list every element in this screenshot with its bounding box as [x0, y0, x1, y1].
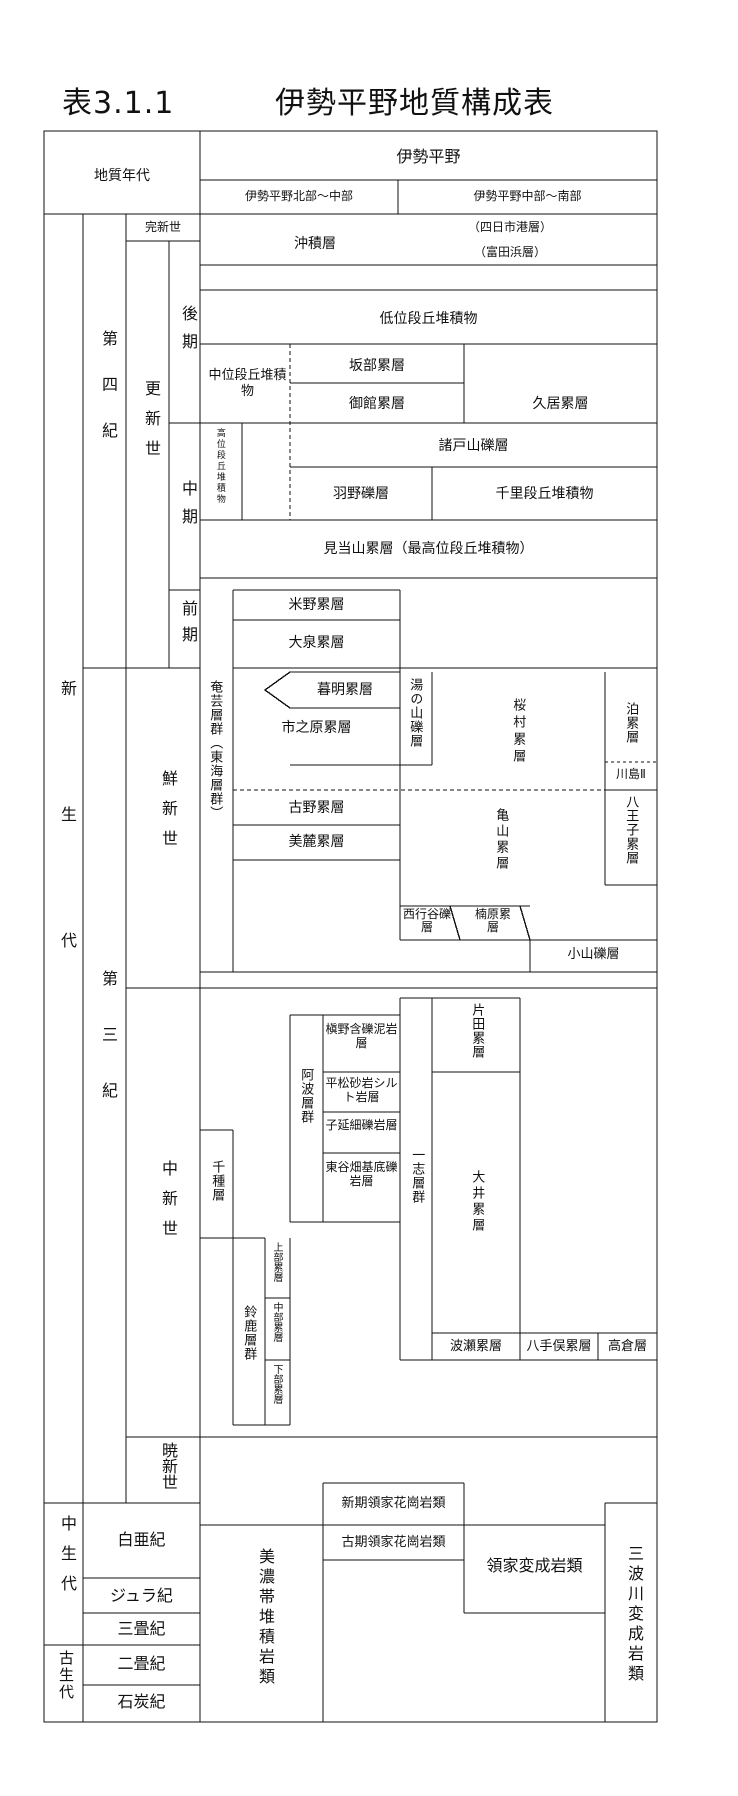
period-permian: 二畳紀 [117, 1654, 166, 1673]
formation-koyama: 小山礫層 [567, 947, 620, 962]
subepoch-middle: 中期 [179, 480, 198, 536]
formation-isshi: 一志層群 [409, 1148, 425, 1204]
epoch-pleistocene: 更新世 [142, 380, 161, 470]
formation-katada: 片田累層 [469, 1003, 485, 1059]
epoch-oligocene: 暁新世 [159, 1442, 178, 1490]
formation-oi: 大井累層 [469, 1170, 485, 1234]
formation-yunoyama: 湯の山礫層 [407, 678, 423, 748]
formation-chigusa: 千種層 [209, 1160, 225, 1202]
formation-kozuka: 子延細礫岩層 [325, 1118, 398, 1132]
subepoch-early: 前期 [179, 600, 198, 652]
formation-ryoke-meta: 領家変成岩類 [486, 1556, 583, 1575]
formation-sanbagawa: 三波川変成岩類 [625, 1545, 644, 1685]
header-region: 伊勢平野 [396, 147, 461, 166]
formation-alluvium: 沖積層 [294, 236, 336, 252]
formation-kusuhara: 楠原累層 [474, 907, 511, 935]
formation-lower: 下部累層 [271, 1364, 282, 1404]
formation-kurakake: 奄芸層群（東海層群） [207, 680, 223, 820]
formation-sakuramura: 桜村累層 [510, 698, 526, 766]
epoch-pliocene: 鮮新世 [159, 770, 178, 860]
era-paleozoic: 古生代 [57, 1650, 75, 1701]
subepoch-late: 後期 [179, 305, 198, 361]
formation-hachioji: 八王子累層 [623, 795, 639, 865]
epoch-miocene: 中新世 [159, 1160, 178, 1250]
formation-old-granite: 古期領家花崗岩類 [341, 1535, 446, 1550]
formation-higashidani: 東谷畑基底礫岩層 [325, 1160, 398, 1189]
period-triassic: 三畳紀 [117, 1619, 166, 1638]
formation-awa: 阿波層群 [298, 1068, 314, 1124]
period-cretaceous: 白亜紀 [117, 1530, 166, 1549]
formation-yokkaichi: （四日市港層） [467, 220, 552, 234]
period-tertiary: 第三紀 [99, 970, 118, 1138]
formation-mid-terrace: 中位段丘堆積物 [208, 368, 287, 399]
formation-takakura: 高倉層 [607, 1339, 647, 1354]
header-north: 伊勢平野北部～中部 [244, 189, 353, 203]
period-quaternary: 第四紀 [99, 330, 118, 468]
formation-morotoyama: 諸戸山礫層 [438, 438, 509, 454]
formation-hatekaku: 八手俣累層 [526, 1339, 592, 1354]
formation-midachi: 御館累層 [349, 396, 405, 412]
formation-mitoyama: 見当山累層（最高位段丘堆積物） [323, 541, 534, 557]
formation-middle: 中部累層 [271, 1302, 282, 1342]
formation-hiramatsu: 平松砂岩シルト岩層 [325, 1076, 398, 1105]
formation-kawashima: 川島Ⅱ [616, 767, 646, 781]
formation-furuno: 古野累層 [288, 800, 345, 816]
formation-hase: 波瀬累層 [449, 1339, 502, 1354]
formation-ichinohara: 市之原累層 [281, 720, 352, 736]
formation-bijo: 美麓累層 [288, 834, 345, 850]
formation-hano: 羽野礫層 [333, 486, 389, 502]
formation-sakabe: 坂部累層 [349, 358, 405, 374]
formation-tomari: 泊累層 [623, 702, 639, 744]
formation-yoneno: 米野累層 [288, 597, 345, 613]
era-mesozoic: 中生代 [58, 1515, 77, 1605]
formation-bomei: 暮明累層 [317, 682, 373, 698]
formation-tomida: （富田浜層） [473, 245, 546, 259]
table-number: 表3.1.1 [62, 86, 175, 121]
period-jurassic: ジュラ紀 [110, 1586, 173, 1605]
formation-kusui: 久居累層 [532, 396, 589, 412]
formation-low-terrace: 低位段丘堆積物 [379, 311, 478, 327]
formation-senri: 千里段丘堆積物 [495, 486, 594, 502]
formation-high-terrace: 高位段丘堆積物 [214, 428, 225, 505]
formation-mino: 美濃帯堆積岩類 [256, 1548, 275, 1688]
formation-nishigyoya: 西行谷礫層 [402, 907, 451, 935]
header-south: 伊勢平野中部～南部 [473, 189, 582, 203]
era-cenozoic: 新生代 [58, 680, 77, 1058]
epoch-holocene: 完新世 [144, 220, 181, 234]
formation-kanogo: 槇野含礫泥岩層 [325, 1022, 398, 1051]
formation-kameyama: 亀山累層 [493, 808, 509, 872]
formation-suzuka: 鈴鹿層群 [241, 1305, 257, 1361]
period-carboniferous: 石炭紀 [117, 1692, 166, 1711]
page-title: 伊勢平野地質構成表 [275, 86, 554, 121]
header-age: 地質年代 [94, 168, 150, 184]
formation-oizumi: 大泉累層 [288, 635, 345, 651]
formation-upper: 上部累層 [271, 1242, 282, 1282]
formation-new-granite: 新期領家花崗岩類 [341, 1496, 446, 1511]
